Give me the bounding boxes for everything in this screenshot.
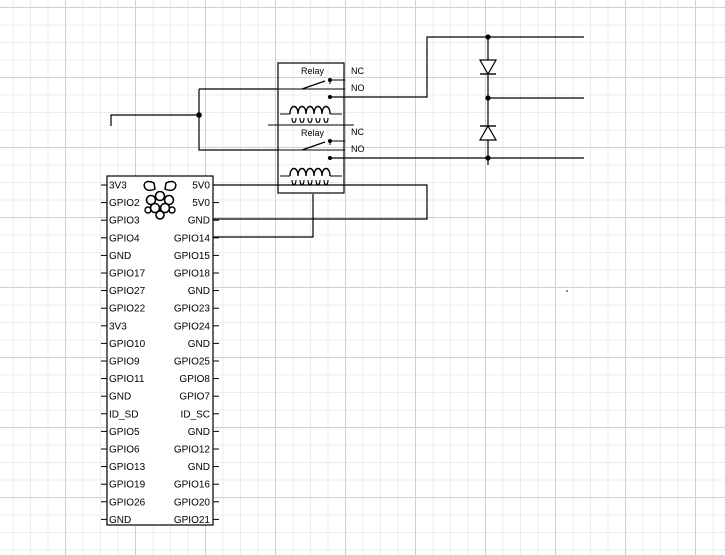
stray-dot [566, 290, 568, 292]
right-pin-label: GPIO12 [174, 445, 211, 456]
left-pin-label: GPIO22 [109, 304, 146, 315]
left-pin-label: GPIO13 [109, 462, 146, 473]
right-pin-label: GND [188, 339, 210, 350]
left-pin-label: GPIO27 [109, 286, 146, 297]
right-pin-label: 5V0 [192, 198, 210, 209]
right-pin-label: GPIO25 [174, 357, 211, 368]
right-pin-label: GPIO8 [179, 374, 210, 385]
relay-1-no-wire [330, 36, 584, 98]
relay-2-coil-icon [280, 167, 342, 186]
relay-1-title: Relay [301, 66, 325, 76]
left-pin-label: GPIO2 [109, 198, 140, 209]
right-pin-label: GND [188, 427, 210, 438]
wiring [110, 34, 584, 238]
right-pin-label: GPIO21 [174, 515, 211, 526]
diode-1-icon [478, 59, 498, 76]
left-pin-label: GPIO9 [109, 357, 140, 368]
relay-1-no-label: NO [351, 83, 365, 93]
relay-2-title: Relay [301, 128, 325, 138]
relay-1-coil-icon [280, 105, 342, 124]
feed-wire [110, 114, 199, 126]
junction-dot [485, 95, 491, 101]
left-pin-label: GPIO17 [109, 269, 146, 280]
junction-dot [485, 155, 491, 161]
left-pin-label: ID_SD [109, 409, 138, 420]
left-pin-label: GPIO4 [109, 233, 140, 244]
left-pin-label: GPIO26 [109, 497, 146, 508]
right-pin-label: GPIO7 [179, 392, 210, 403]
relay-module-outline [277, 62, 345, 194]
raspberry-pi-header: 3V3GPIO2GPIO3GPIO4GNDGPIO17GPIO27GPIO223… [101, 175, 219, 526]
right-pin-label: GND [188, 286, 210, 297]
diode-2-icon [478, 124, 498, 141]
junction-dot [485, 34, 491, 40]
right-pin-label: ID_SC [181, 409, 210, 420]
right-pin-label: GND [188, 216, 210, 227]
pi-header-body [106, 175, 214, 526]
right-pin-label: GPIO24 [174, 321, 211, 332]
right-pin-label: GPIO15 [174, 251, 211, 262]
raspberry-pi-logo-icon [143, 180, 177, 220]
left-pin-label: GND [109, 392, 131, 403]
relay-1-switch [277, 78, 345, 99]
junction-dot [196, 112, 202, 118]
relay-2-no-label: NO [351, 144, 365, 154]
left-pin-column: 3V3GPIO2GPIO3GPIO4GNDGPIO17GPIO27GPIO223… [101, 181, 146, 526]
relay-2-nc-label: NC [351, 127, 364, 137]
right-pin-label: GPIO20 [174, 497, 211, 508]
left-pin-label: GPIO11 [109, 374, 145, 385]
right-pin-label: GPIO16 [174, 480, 211, 491]
right-pin-label: GPIO18 [174, 269, 211, 280]
left-pin-label: GPIO5 [109, 427, 140, 438]
left-pin-label: GPIO19 [109, 480, 146, 491]
left-pin-label: 3V3 [109, 321, 127, 332]
common-bus-wire [198, 89, 277, 151]
left-pin-label: GND [109, 251, 131, 262]
relay-1-nc-label: NC [351, 66, 364, 76]
right-pin-label: 5V0 [192, 181, 210, 192]
relay-module: Relay NC NO Relay NC NO [268, 62, 365, 194]
left-pin-label: GPIO3 [109, 216, 140, 227]
right-pin-label: GND [188, 462, 210, 473]
left-pin-label: GPIO6 [109, 445, 140, 456]
left-pin-label: 3V3 [109, 181, 127, 192]
right-pin-label: GPIO23 [174, 304, 211, 315]
relay-2-switch [277, 139, 345, 160]
right-pin-label: GPIO14 [174, 233, 211, 244]
gpio14-wire [213, 194, 314, 238]
left-pin-label: GPIO10 [109, 339, 146, 350]
right-pin-column: 5V05V0GNDGPIO14GPIO15GPIO18GNDGPIO23GPIO… [174, 181, 219, 526]
left-pin-label: GND [109, 515, 131, 526]
5v-wire [213, 184, 428, 220]
